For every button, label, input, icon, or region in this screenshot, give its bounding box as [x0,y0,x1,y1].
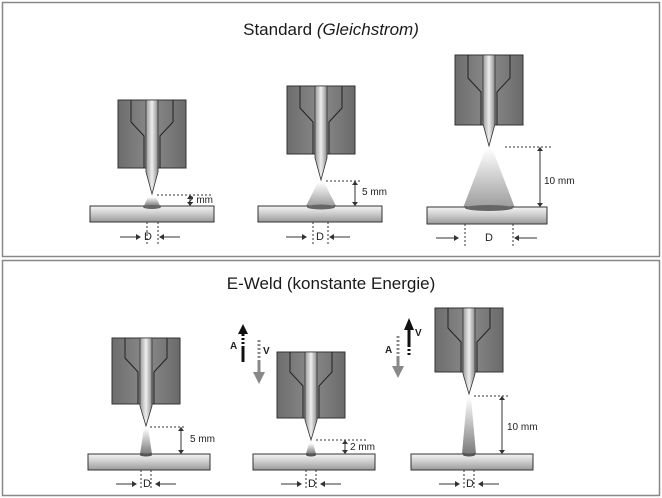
gap-label-std-2mm: 2 mm [188,195,213,206]
panel-standard-frame [1,1,661,258]
gap-label-std-10mm: 10 mm [544,176,575,187]
torch-eweld-5mm [111,337,181,454]
arc-std-5mm [306,182,336,206]
diameter-label-std-10mm: D [485,232,493,244]
arc-eweld-5mm [140,428,152,454]
standard-title-suffix: (Gleichstrom) [316,20,419,39]
arrows-eweld-2mm [238,324,265,384]
diameter-label-eweld-2mm: D [308,478,316,490]
panel-eweld-frame [1,259,661,497]
gap-label-eweld-2mm: 2 mm [350,442,375,453]
arrow-label-v-eweld-2mm: V [263,346,270,357]
torch-std-10mm [454,54,524,208]
gap-label-std-5mm: 5 mm [362,187,387,198]
gap-label-eweld-5mm: 5 mm [190,434,215,445]
diameter-label-std-5mm: D [316,231,324,243]
arc-std-2mm [144,197,160,206]
arc-eweld-10mm [462,397,476,454]
arrow-label-v-eweld-10mm: V [415,328,422,339]
workpiece-eweld-5mm [87,453,211,471]
torch-std-5mm [286,85,356,206]
gap-label-eweld-10mm: 10 mm [507,422,538,433]
arc-std-10mm [463,148,515,208]
diameter-label-eweld-10mm: D [466,478,474,490]
arrow-label-a-eweld-10mm: A [385,345,393,356]
diameter-label-std-2mm: D [144,231,152,243]
workpiece-eweld-10mm [410,453,534,471]
arrows-eweld-10mm [392,318,414,378]
arrow-label-a-eweld-2mm: A [230,341,238,352]
workpiece-eweld-2mm [252,453,376,471]
torch-eweld-2mm [276,351,346,454]
torch-std-2mm [117,99,187,206]
torch-eweld-10mm [434,307,504,454]
diameter-label-eweld-5mm: D [143,478,151,490]
panel-eweld-title: E-Weld (konstante Energie) [226,274,436,293]
standard-title-text: Standard [243,20,313,39]
panel-standard-title: Standard (Gleichstrom) [0,20,662,40]
arc-eweld-2mm [306,443,316,454]
